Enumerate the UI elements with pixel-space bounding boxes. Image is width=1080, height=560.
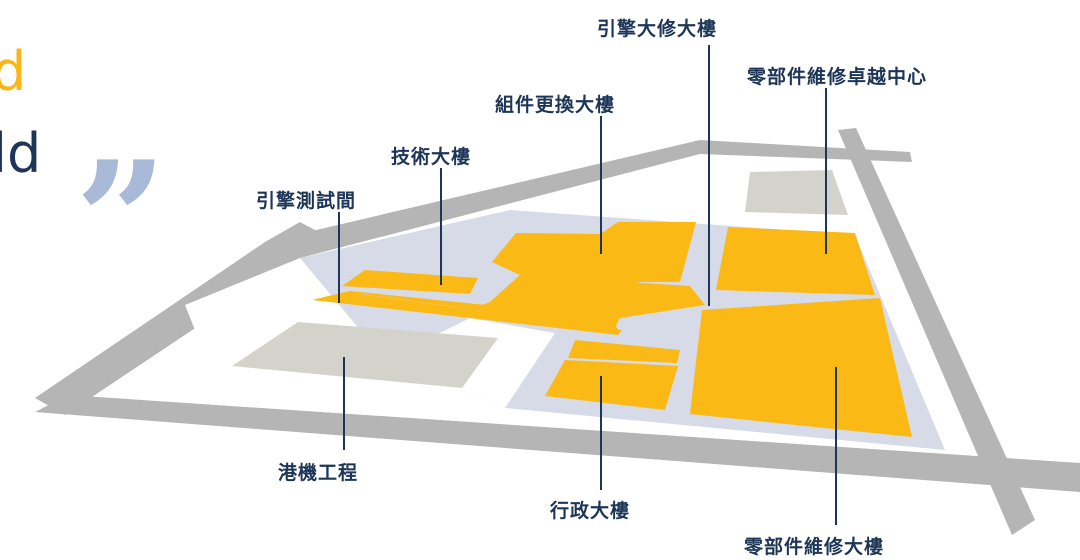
road-east (838, 128, 1035, 535)
hero-text-line-2: ld (0, 122, 42, 185)
label-engine-overhaul: 引擎大修大樓 (597, 18, 718, 40)
building-admin-top (568, 340, 680, 363)
road-west-diagonal (35, 222, 330, 415)
road-south (35, 395, 1080, 492)
north-lot (745, 170, 848, 215)
building-engine-overhaul-west (482, 275, 705, 333)
building-parts-repair (690, 298, 912, 437)
label-parts-center: 零部件維修卓越中心 (747, 66, 928, 88)
label-harbor-machinery: 港機工程 (278, 462, 359, 484)
building-technical (342, 270, 478, 294)
harbor-machinery-lot (232, 322, 498, 388)
road-north (265, 140, 912, 258)
label-engine-test: 引擎測試間 (256, 190, 357, 212)
label-technical: 技術大樓 (391, 146, 472, 168)
label-component-exchange: 組件更換大樓 (495, 94, 616, 116)
building-engine-test-strip (312, 292, 622, 335)
hero-text-line-1: d (0, 40, 27, 103)
building-component-exchange (492, 222, 696, 286)
label-parts-repair: 零部件維修大樓 (744, 536, 885, 558)
building-admin (545, 360, 678, 410)
building-parts-center (716, 227, 875, 295)
closing-quote-icon: ” (75, 126, 168, 314)
label-admin: 行政大樓 (550, 500, 631, 522)
